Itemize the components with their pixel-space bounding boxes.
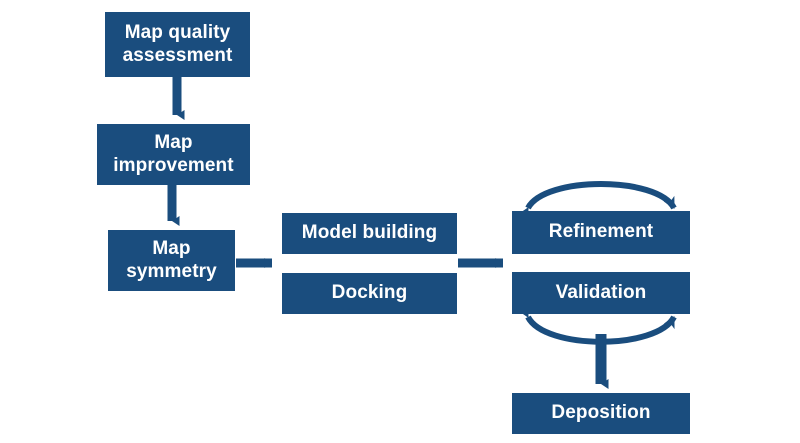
node-map-symmetry[interactable]: Map symmetry — [108, 230, 235, 291]
arc-cycle-bottom — [517, 304, 677, 345]
node-map-quality-assessment[interactable]: Map quality assessment — [105, 12, 250, 77]
node-deposition[interactable]: Deposition — [512, 393, 690, 434]
arc-cycle-top — [517, 181, 677, 221]
node-model-building[interactable]: Model building — [282, 213, 457, 254]
node-docking[interactable]: Docking — [282, 273, 457, 314]
node-map-improvement[interactable]: Map improvement — [97, 124, 250, 185]
node-validation[interactable]: Validation — [512, 272, 690, 314]
node-refinement[interactable]: Refinement — [512, 211, 690, 254]
